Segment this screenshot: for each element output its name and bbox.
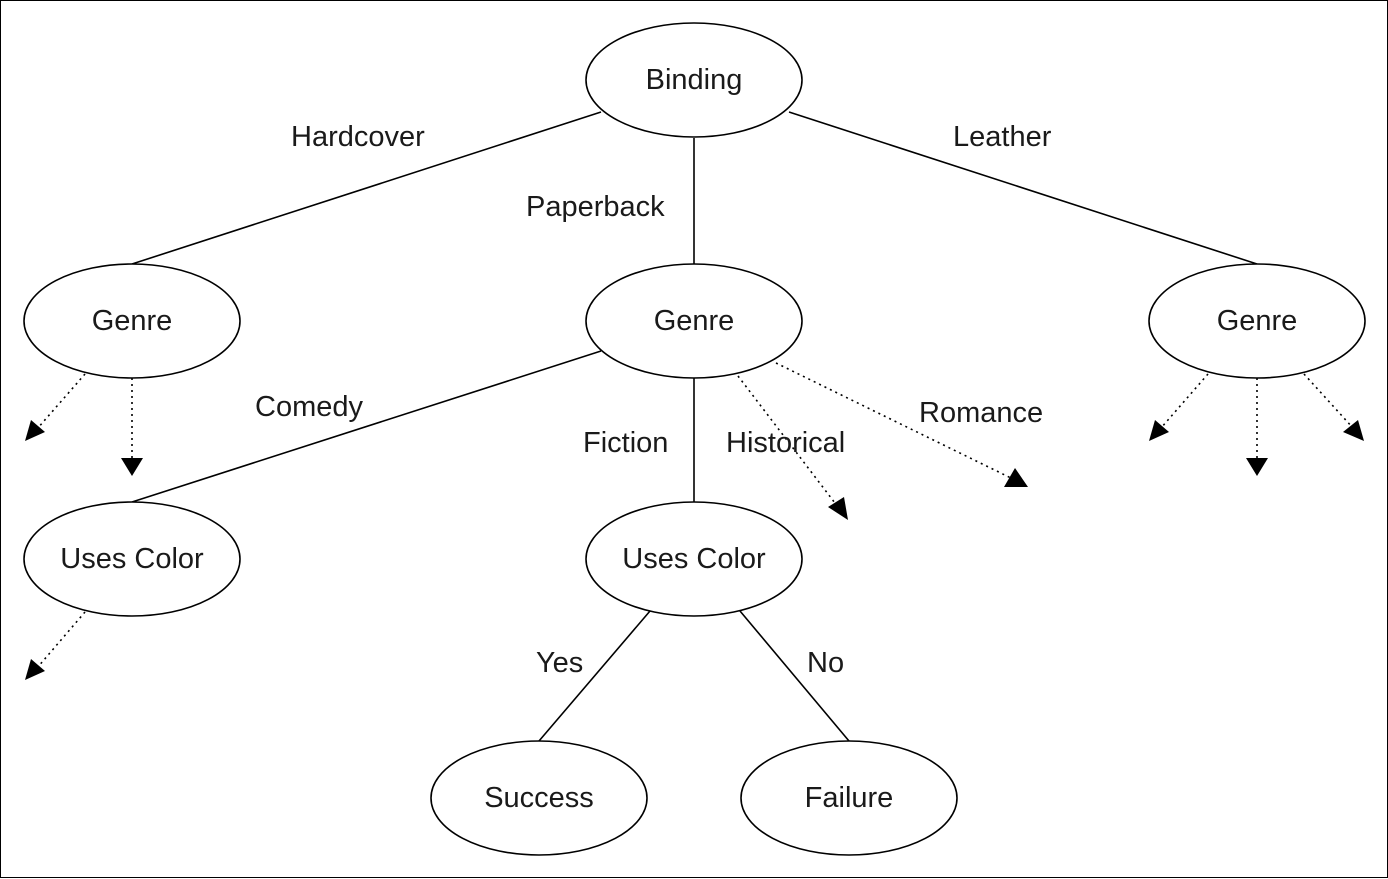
node-label: Binding	[646, 64, 743, 96]
node-uses-color-comedy: Uses Color	[23, 501, 241, 617]
node-uses-color-fiction: Uses Color	[585, 501, 803, 617]
edge-label-comedy: Comedy	[255, 391, 363, 423]
node-genre-paperback: Genre	[585, 263, 803, 379]
dotted-edge-leather-right	[1303, 373, 1354, 429]
node-genre-hardcover: Genre	[23, 263, 241, 379]
node-label: Genre	[92, 305, 173, 337]
arrowhead	[25, 659, 45, 680]
edge-label-hardcover: Hardcover	[291, 121, 425, 153]
arrowhead	[828, 497, 848, 520]
arrowhead	[1149, 420, 1169, 441]
node-label: Uses Color	[60, 543, 204, 575]
arrowhead	[1343, 420, 1364, 441]
node-failure: Failure	[740, 740, 958, 856]
arrowhead	[121, 458, 143, 476]
dotted-edge-hardcover-left	[36, 373, 86, 430]
dotted-edge-romance	[775, 362, 1014, 480]
edge-leather	[788, 111, 1258, 265]
edge-label-yes: Yes	[536, 647, 583, 679]
dotted-edge-comedy-color	[36, 611, 86, 669]
arrowhead	[25, 420, 45, 441]
edge-no	[739, 610, 850, 742]
node-label: Genre	[1217, 305, 1298, 337]
edge-label-paperback: Paperback	[526, 191, 665, 223]
node-binding: Binding	[585, 22, 803, 138]
edge-label-romance: Romance	[919, 397, 1043, 429]
node-success: Success	[430, 740, 648, 856]
edge-yes	[538, 610, 651, 742]
node-label: Uses Color	[622, 543, 766, 575]
edge-label-historical: Historical	[726, 427, 845, 459]
dotted-edge-leather-left	[1160, 373, 1209, 429]
edge-label-no: No	[807, 647, 844, 679]
arrowhead	[1004, 468, 1028, 487]
edge-comedy	[131, 350, 602, 503]
edge-label-fiction: Fiction	[583, 427, 668, 459]
node-genre-leather: Genre	[1148, 263, 1366, 379]
arrowhead	[1246, 458, 1268, 476]
edge-hardcover	[131, 111, 602, 265]
node-label: Failure	[805, 782, 894, 814]
node-label: Success	[484, 782, 594, 814]
node-label: Genre	[654, 305, 735, 337]
edge-label-leather: Leather	[953, 121, 1052, 153]
